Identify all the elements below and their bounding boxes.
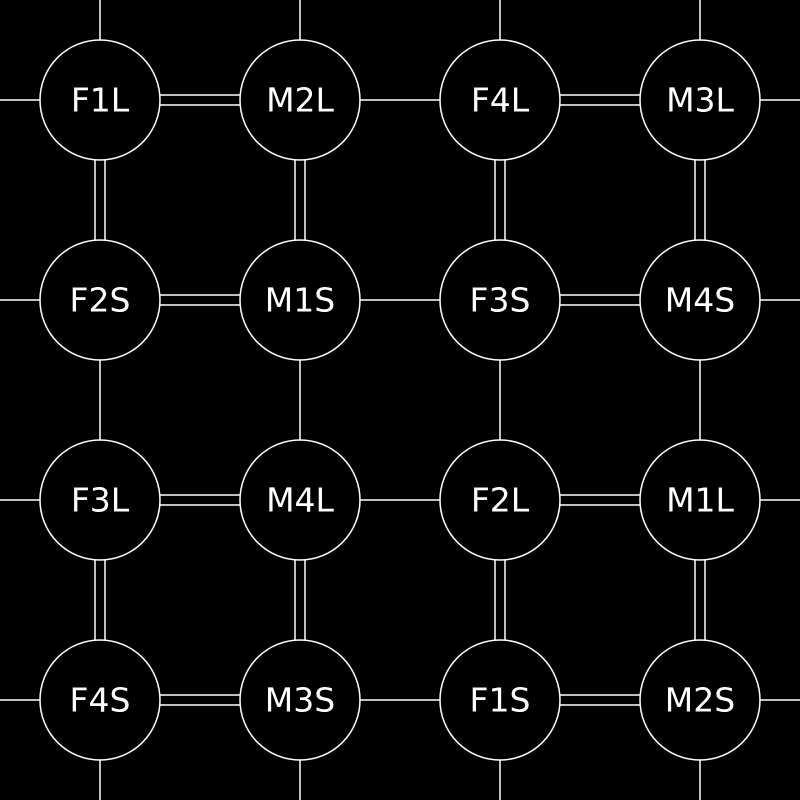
node-circle	[639, 239, 761, 361]
node-f4s: F4S	[39, 639, 161, 761]
node-circle	[439, 39, 561, 161]
node-label: F3S	[470, 281, 531, 320]
node-label: F4L	[471, 81, 530, 120]
node-f2l: F2L	[439, 439, 561, 561]
node-circle	[39, 39, 161, 161]
node-circle	[439, 239, 561, 361]
node-circle	[639, 439, 761, 561]
node-circle	[39, 239, 161, 361]
node-f1l: F1L	[39, 39, 161, 161]
node-f3l: F3L	[39, 439, 161, 561]
node-label: M1L	[666, 481, 734, 520]
nodes-layer: F1L M2L F4L M3L F2S M1S F3S M4S F3L M4L F2L M1L F4S M…	[39, 39, 761, 761]
node-circle	[239, 439, 361, 561]
node-circle	[39, 639, 161, 761]
node-label: F1S	[470, 681, 531, 720]
node-m1s: M1S	[239, 239, 361, 361]
node-label: F2L	[471, 481, 530, 520]
node-circle	[239, 639, 361, 761]
node-circle	[39, 439, 161, 561]
node-m2s: M2S	[639, 639, 761, 761]
node-f1s: F1S	[439, 639, 561, 761]
node-label: M4L	[266, 481, 334, 520]
node-f4l: F4L	[439, 39, 561, 161]
node-circle	[439, 639, 561, 761]
node-circle	[239, 39, 361, 161]
node-label: F4S	[70, 681, 131, 720]
node-m3l: M3L	[639, 39, 761, 161]
node-label: F1L	[71, 81, 130, 120]
node-f2s: F2S	[39, 239, 161, 361]
node-m2l: M2L	[239, 39, 361, 161]
node-circle	[639, 39, 761, 161]
node-m3s: M3S	[239, 639, 361, 761]
node-label: M1S	[265, 281, 335, 320]
node-label: M3S	[265, 681, 335, 720]
node-m1l: M1L	[639, 439, 761, 561]
node-m4l: M4L	[239, 439, 361, 561]
node-f3s: F3S	[439, 239, 561, 361]
node-label: M2S	[665, 681, 735, 720]
node-m4s: M4S	[639, 239, 761, 361]
node-label: F2S	[70, 281, 131, 320]
node-label: M2L	[266, 81, 334, 120]
node-label: M4S	[665, 281, 735, 320]
node-label: F3L	[71, 481, 130, 520]
node-circle	[639, 639, 761, 761]
node-label: M3L	[666, 81, 734, 120]
node-circle	[439, 439, 561, 561]
node-circle	[239, 239, 361, 361]
